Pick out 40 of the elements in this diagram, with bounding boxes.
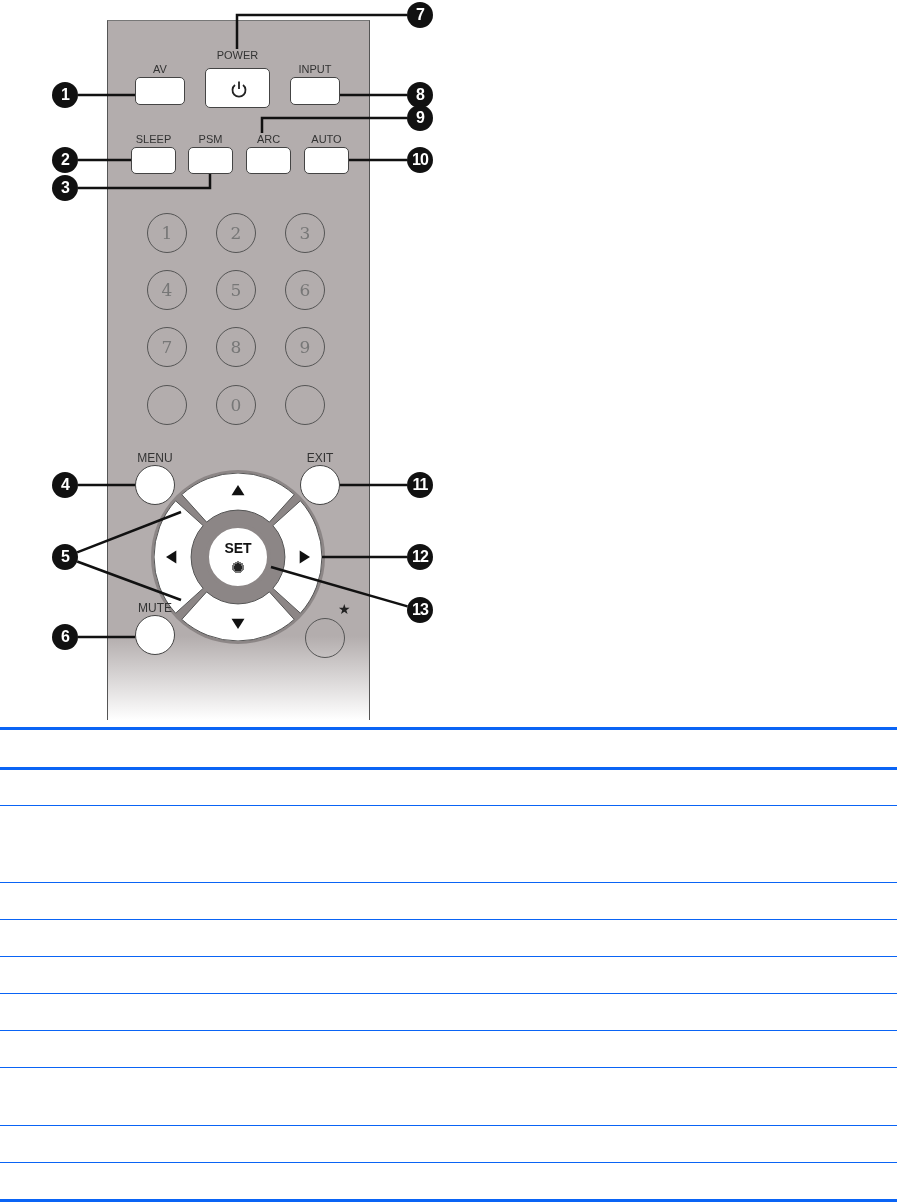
arrow-key [181,591,295,641]
callout-number: 2 [52,147,78,173]
leader-line [76,560,182,602]
leader-line [78,93,135,97]
callout-number: 3 [52,175,78,201]
arrow-key [272,500,322,614]
button-label: EXIT [306,452,334,465]
callout-number: 11 [407,472,433,498]
button-label: ARC [256,133,281,146]
leader-line [78,483,135,487]
callout-number: 10 [407,147,433,173]
leader-line [78,635,135,639]
button-label: MENU [137,452,173,465]
callout-number: 6 [52,624,78,650]
callout-number: 13 [407,597,433,623]
leader-line [235,13,407,49]
button-label: POWER [216,49,259,62]
button-label: MUTE [138,602,172,615]
arrow-key [181,473,295,523]
button-label: INPUT [298,63,332,76]
callout-number: 5 [52,544,78,570]
leader-line [349,158,407,162]
leader-line [322,555,407,559]
callout-number: 4 [52,472,78,498]
callout-number: 7 [407,2,433,28]
callout-number: 12 [407,544,433,570]
callout-number: 8 [407,82,433,108]
callout-number: 1 [52,82,78,108]
leader-line [340,483,407,487]
button-label: SLEEP [135,133,172,146]
leader-line [78,174,212,190]
callout-number: 9 [407,105,433,131]
button-label: ★ [338,602,351,617]
leader-line [270,565,408,608]
button-label: AV [153,63,167,76]
leader-line [260,116,407,133]
leader-line [340,93,407,97]
button-label: PSM [198,133,223,146]
leader-line [78,158,131,162]
button-label: AUTO [311,133,342,146]
